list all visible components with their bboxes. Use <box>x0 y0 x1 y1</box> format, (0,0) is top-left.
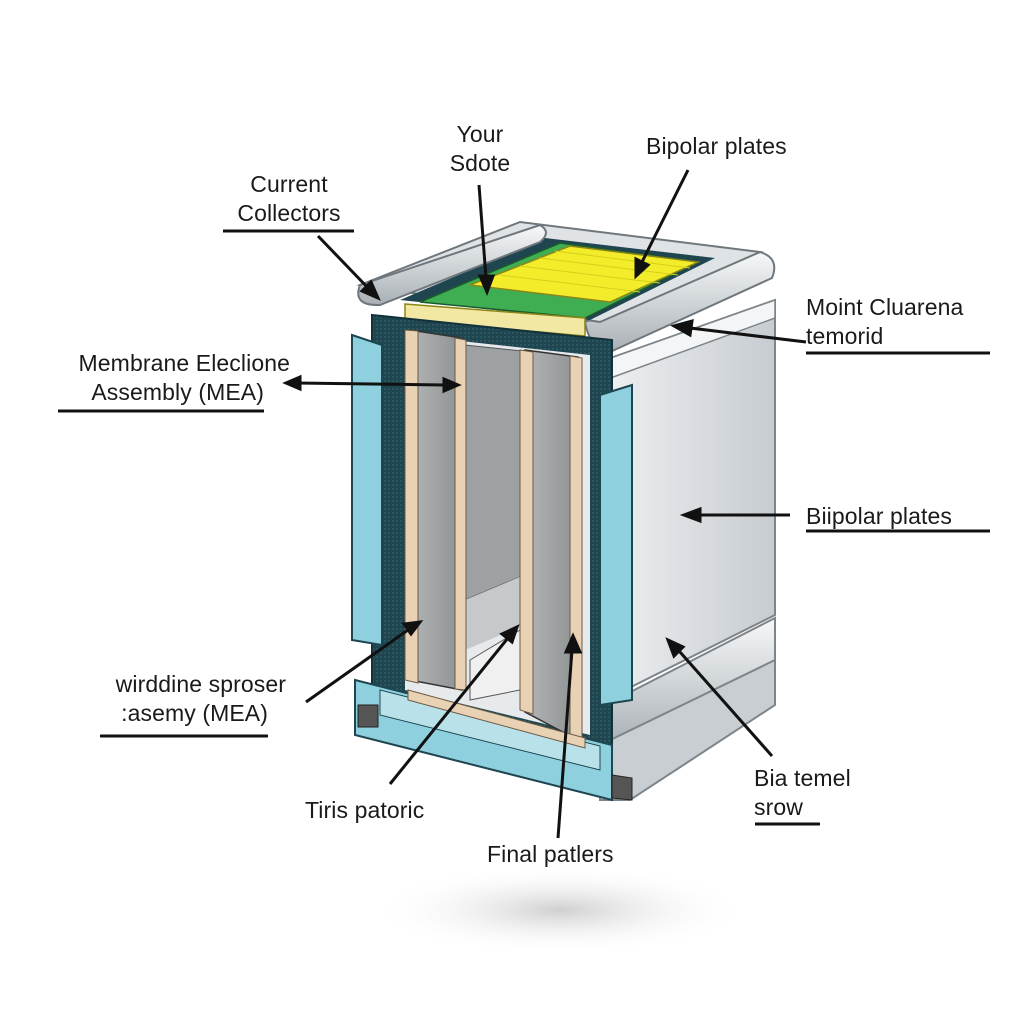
label-underlines <box>58 229 990 826</box>
arrow-current-collectors <box>359 279 381 301</box>
label-bipolar-plates-top: Bipolar plates <box>646 133 787 159</box>
arrow-tiris <box>499 624 520 645</box>
right-cyan-panel <box>599 383 633 707</box>
label-wirddine-sproser: wirddine sproser :asemy (MEA) <box>115 671 286 726</box>
arrow-final <box>563 632 583 654</box>
cell-housing <box>351 313 633 802</box>
label-bipolar-plates-right: Biipolar plates <box>806 503 952 529</box>
label-moint-cuarena: Moint Cluarena temorid <box>806 294 964 349</box>
label-bia-temel: Bia temel srow <box>754 765 851 820</box>
arrow-mea-right <box>442 376 462 394</box>
arrow-wirddine <box>401 620 424 637</box>
left-cyan-panel <box>351 333 383 647</box>
label-your-sdote: Your Sdote <box>449 121 511 176</box>
arrow-moint <box>670 318 694 338</box>
label-membrane-assembly: Membrane Eleclione Assembly (MEA) <box>78 350 290 405</box>
label-current-collectors: Current Collectors <box>237 171 341 226</box>
ground-shadow <box>370 865 750 955</box>
arrow-mea-left <box>282 374 302 392</box>
label-final-patlers: Final patlers <box>487 841 614 867</box>
label-tiris-patoric: Tiris patoric <box>305 797 425 823</box>
right-side-block <box>583 250 776 801</box>
leader-arrows <box>282 169 807 839</box>
arrow-bia-temel <box>665 637 686 659</box>
arrow-bipolar-right <box>679 506 702 524</box>
arrow-your-sdote <box>477 274 496 296</box>
arrow-bipolar-top <box>634 256 651 280</box>
